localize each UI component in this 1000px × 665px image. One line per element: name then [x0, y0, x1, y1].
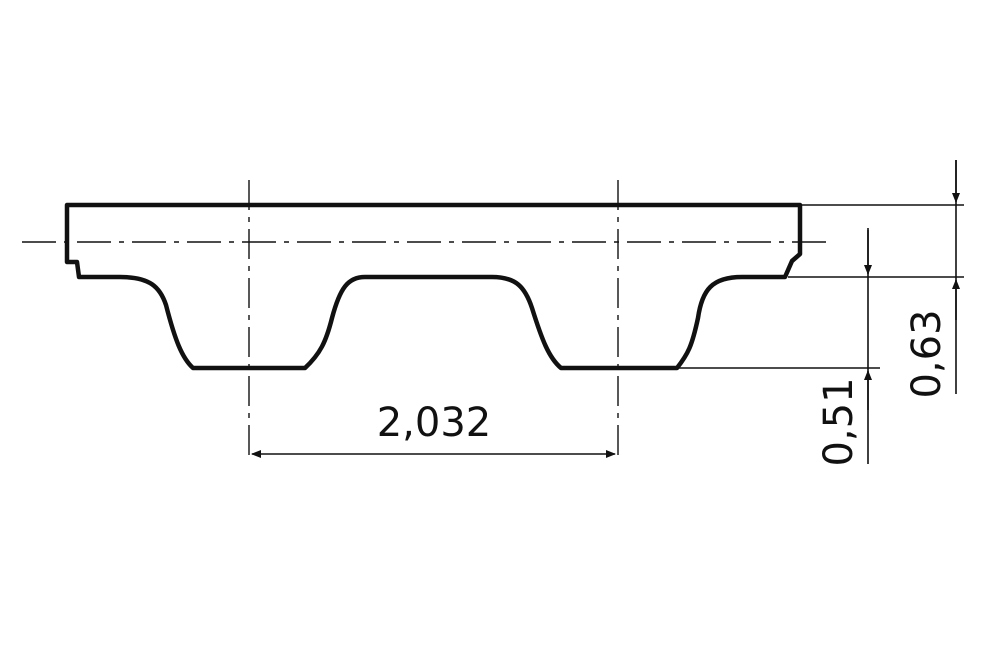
- belt-profile-outline: [64, 202, 803, 371]
- center-lines: [22, 180, 834, 462]
- tooth-height-dimension-label: 0,51: [816, 377, 862, 466]
- extension-lines: [677, 204, 964, 369]
- total-height-dimension-label: 0,63: [904, 309, 950, 398]
- pitch-dimension: 2,032: [251, 400, 616, 458]
- pitch-dimension-label: 2,032: [377, 400, 492, 446]
